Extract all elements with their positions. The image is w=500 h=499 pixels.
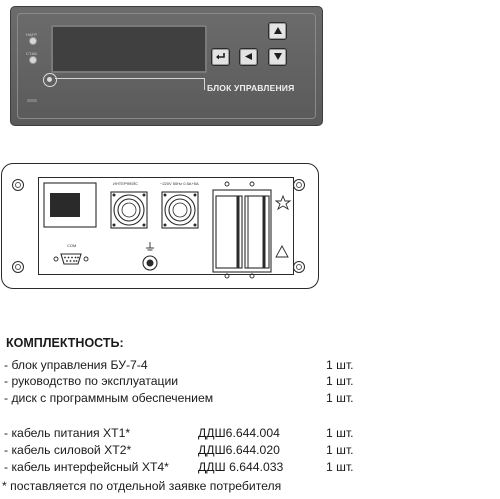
left-arrow-button bbox=[239, 48, 258, 66]
kit-item-code: ДДШ 6.644.033 bbox=[198, 460, 284, 474]
kit-title: КОМПЛЕКТНОСТЬ: bbox=[6, 336, 124, 350]
screw-bottom-right bbox=[293, 261, 305, 273]
kit-item-qty: 1 шт. bbox=[326, 374, 354, 388]
screw-bottom-left bbox=[12, 261, 24, 273]
down-arrow-button bbox=[268, 48, 287, 66]
led-label-heat: НАГР bbox=[26, 32, 38, 37]
blank-cover-insert bbox=[50, 193, 80, 217]
front-panel-illustration: НАГР СТАБ БЛОК УПРАВЛЕНИЯ bbox=[10, 6, 323, 126]
panel-marking bbox=[27, 99, 37, 102]
display-window bbox=[51, 25, 207, 73]
star-mark bbox=[274, 194, 292, 211]
heat-led bbox=[29, 37, 37, 45]
kit-item-code: ДДШ6.644.004 bbox=[198, 426, 280, 440]
up-arrow-button bbox=[268, 22, 287, 40]
kit-item-name: - кабель питания ХТ1* bbox=[4, 426, 131, 440]
blank-cover bbox=[43, 182, 97, 228]
kit-item-code: ДДШ6.644.020 bbox=[198, 443, 280, 457]
up-arrow-icon bbox=[273, 27, 282, 34]
power-connector-flange bbox=[161, 191, 199, 229]
enter-button bbox=[211, 48, 230, 66]
screw-top-left bbox=[12, 179, 24, 191]
led-label-stab: СТАБ bbox=[26, 51, 38, 56]
warning-triangle bbox=[275, 245, 289, 258]
stab-led bbox=[29, 56, 37, 64]
com-port-shell bbox=[60, 253, 82, 265]
power-connector-label: ~220V 50Hz 0.5A+5A bbox=[160, 181, 199, 186]
com-port-label: COM bbox=[67, 243, 77, 248]
power-indicator-ring bbox=[43, 73, 57, 87]
kit-item-name: - кабель силовой ХТ2* bbox=[4, 443, 132, 457]
panel-title: БЛОК УПРАВЛЕНИЯ bbox=[207, 83, 295, 93]
kit-item-qty: 1 шт. bbox=[326, 391, 354, 405]
enter-icon bbox=[216, 53, 225, 60]
interface-connector-label: ИНТЕРФЕЙС bbox=[113, 181, 138, 186]
kit-item-qty: 1 шт. bbox=[326, 460, 354, 474]
left-arrow-icon bbox=[244, 53, 252, 60]
kit-item-name: - диск с программным обеспечением bbox=[4, 391, 214, 405]
kit-item-qty: 1 шт. bbox=[326, 426, 354, 440]
kit-item-name: - кабель интерфейсный ХТ4* bbox=[4, 460, 169, 474]
kit-item-qty: 1 шт. bbox=[326, 358, 354, 372]
screw-top-right bbox=[293, 179, 305, 191]
interface-connector-flange bbox=[110, 191, 148, 229]
panel-divider-tick bbox=[204, 78, 206, 90]
kit-item-qty: 1 шт. bbox=[326, 443, 354, 457]
kit-footnote: * поставляется по отдельной заявке потре… bbox=[2, 479, 282, 493]
rear-panel-drawing bbox=[43, 181, 292, 279]
terminal-block bbox=[212, 189, 272, 273]
ground-terminal bbox=[142, 255, 158, 271]
front-panel-bezel bbox=[17, 13, 316, 119]
down-arrow-icon bbox=[273, 53, 282, 60]
power-indicator-dot bbox=[47, 77, 52, 82]
kit-item-name: - блок управления БУ-7-4 bbox=[4, 358, 148, 372]
kit-item-name: - руководство по эксплуатации bbox=[4, 374, 179, 388]
panel-divider-line bbox=[55, 78, 205, 80]
